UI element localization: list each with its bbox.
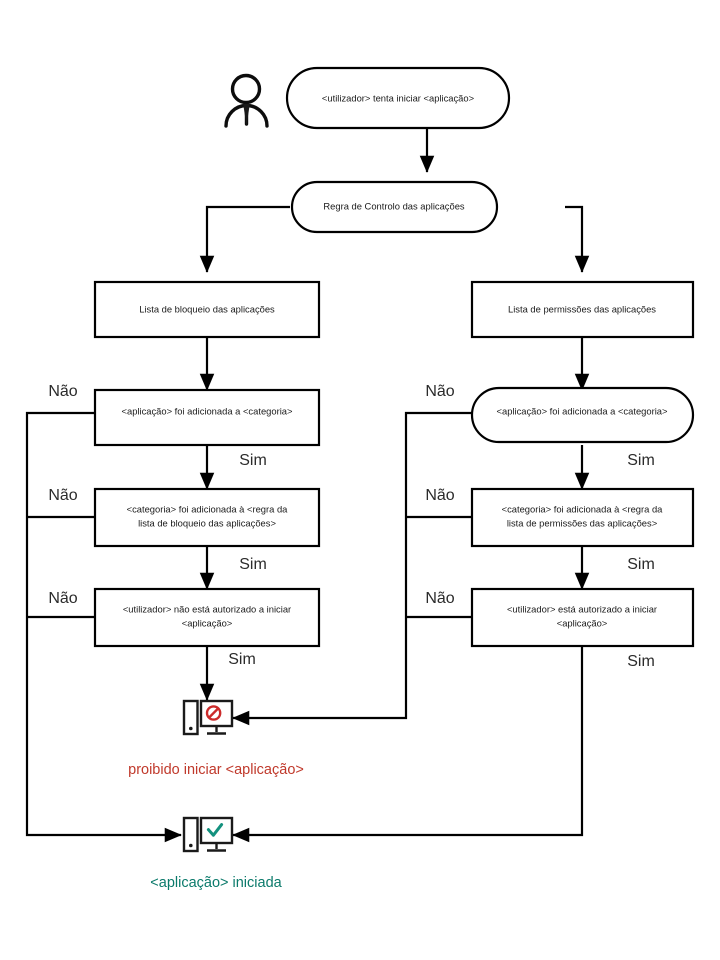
branch-label-left-yes-3: Sim	[228, 651, 256, 668]
node-allow-app-category: <aplicação> foi adicionada a <categoria>	[470, 386, 695, 444]
branch-label-left-no-3: Não	[48, 590, 77, 607]
branch-label-right-no-2: Não	[425, 487, 454, 504]
node-block-category-rule-line1: <categoria> foi adicionada à <regra da	[127, 503, 289, 514]
branch-label-left-no-1: Não	[48, 383, 77, 400]
node-block-app-category-label: <aplicação> foi adicionada a <categoria>	[122, 405, 293, 416]
node-user-not-authorized-line2: <aplicação>	[182, 617, 233, 628]
branch-label-right-yes-2: Sim	[627, 556, 655, 573]
branch-label-right-no-3: Não	[425, 590, 454, 607]
node-allow-category-rule-line2: lista de permissões das aplicações>	[507, 517, 658, 528]
node-start-label: <utilizador> tenta iniciar <aplicação>	[322, 92, 475, 103]
node-block-category-rule: <categoria> foi adicionada à <regra da l…	[93, 487, 321, 548]
node-allow-list: Lista de permissões das aplicações	[470, 280, 695, 339]
connector-rule-to-blocklist	[199, 205, 290, 273]
node-block-app-category: <aplicação> foi adicionada a <categoria>	[93, 388, 321, 447]
node-rule-label: Regra de Controlo das aplicações	[323, 200, 465, 211]
branch-label-right-yes-1: Sim	[627, 452, 655, 469]
node-allow-category-rule-line1: <categoria> foi adicionada à <regra da	[502, 503, 664, 514]
branch-label-right-no-1: Não	[425, 383, 454, 400]
node-allow-category-rule: <categoria> foi adicionada à <regra da l…	[470, 487, 695, 548]
outcome-denied-label: proibido iniciar <aplicação>	[128, 762, 304, 778]
person-icon	[224, 73, 269, 128]
node-user-authorized-line2: <aplicação>	[557, 617, 608, 628]
connector-right-yes-to-allowed	[232, 646, 584, 843]
outcome-allowed-label: <aplicação> iniciada	[150, 875, 282, 891]
node-rule: Regra de Controlo das aplicações	[290, 180, 499, 234]
node-user-authorized-line1: <utilizador> está autorizado a iniciar	[507, 603, 657, 614]
node-allow-app-category-label: <aplicação> foi adicionada a <categoria>	[497, 405, 668, 416]
branch-label-left-no-2: Não	[48, 487, 77, 504]
node-block-list-label: Lista de bloqueio das aplicações	[139, 303, 275, 314]
node-block-category-rule-line2: lista de bloqueio das aplicações>	[138, 517, 276, 528]
node-block-list: Lista de bloqueio das aplicações	[93, 280, 321, 339]
node-allow-list-label: Lista de permissões das aplicações	[508, 303, 656, 314]
computer-blocked-icon	[182, 699, 234, 736]
connector-right-no1-to-denied	[232, 411, 472, 726]
branch-label-left-yes-1: Sim	[239, 452, 267, 469]
branch-label-right-yes-3: Sim	[627, 653, 655, 670]
branch-label-left-yes-2: Sim	[239, 556, 267, 573]
node-user-not-authorized: <utilizador> não está autorizado a inici…	[93, 587, 321, 648]
connector-rule-to-allowlist	[565, 205, 590, 273]
node-user-not-authorized-line1: <utilizador> não está autorizado a inici…	[123, 603, 291, 614]
node-user-authorized: <utilizador> está autorizado a iniciar <…	[470, 587, 695, 648]
connector-left-no1-to-allowed	[25, 411, 182, 843]
computer-allowed-icon	[182, 816, 234, 853]
node-start: <utilizador> tenta iniciar <aplicação>	[285, 66, 511, 130]
